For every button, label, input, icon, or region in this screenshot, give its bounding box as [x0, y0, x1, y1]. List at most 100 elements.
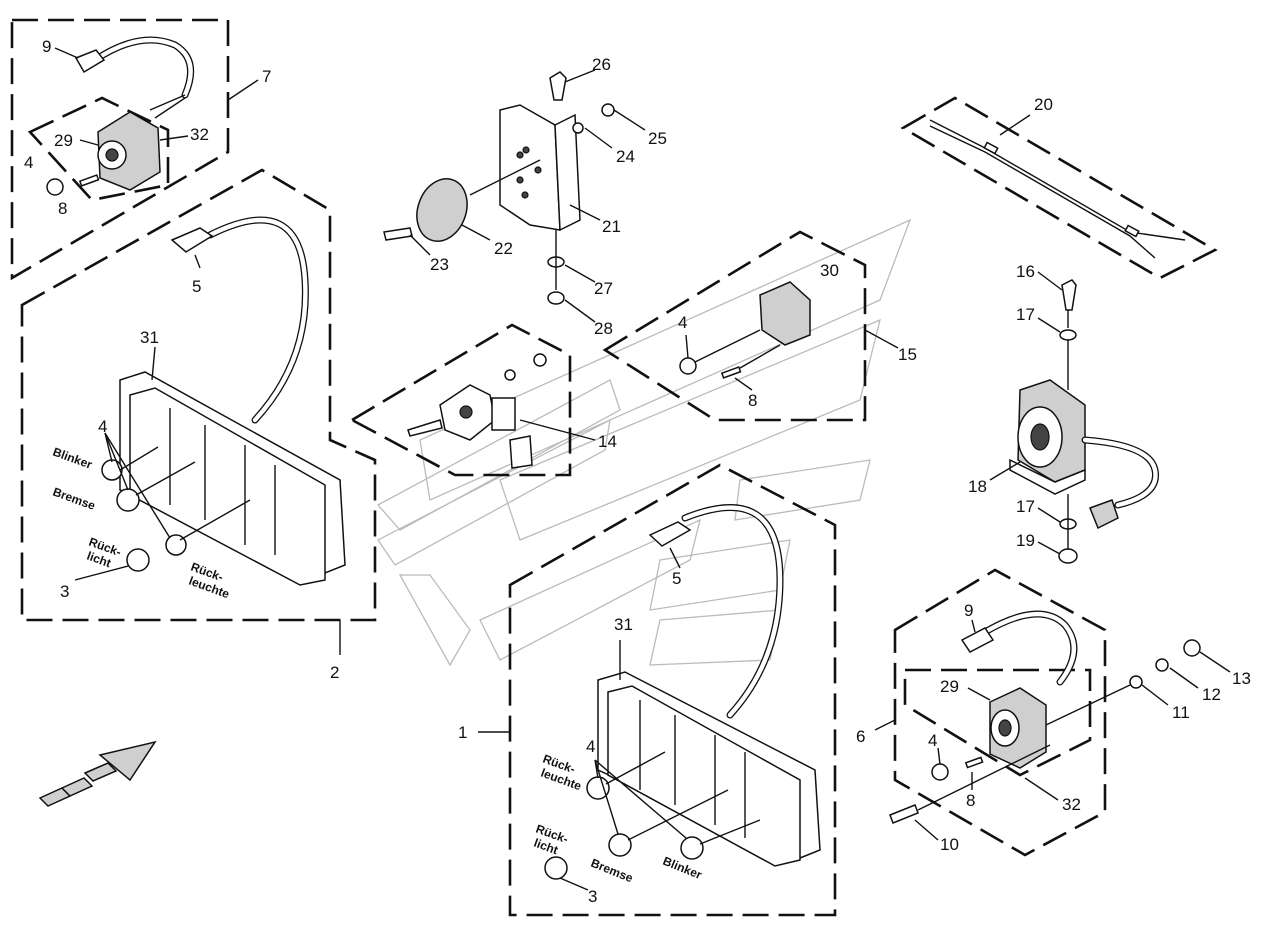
callout-14: 14: [598, 432, 617, 451]
callout-9: 9: [42, 37, 51, 56]
group-14-clamp: 14: [349, 323, 617, 477]
callout-1: 1: [458, 723, 467, 742]
group-7-inner-outline: [27, 96, 170, 202]
callout-8: 8: [966, 791, 975, 810]
callout-30: 30: [820, 261, 839, 280]
callout-20: 20: [1034, 95, 1053, 114]
buzzer-connector: [1089, 499, 1119, 530]
group-2-outline: [20, 168, 377, 622]
group-6-side-lamp: 9 13 12 11 29 6 4 8 32 10: [856, 568, 1251, 857]
callout-15: 15: [898, 345, 917, 364]
group-15-marker-lamp: 30 4 8 15: [602, 230, 917, 422]
callout-22: 22: [494, 239, 513, 258]
callout-5: 5: [672, 569, 681, 588]
callout-29: 29: [54, 131, 73, 150]
callout-21: 21: [602, 217, 621, 236]
bulb-icon: [46, 178, 64, 196]
callout-29: 29: [940, 677, 959, 696]
bulb-icon: [679, 357, 697, 375]
group-7-outline: [10, 18, 230, 281]
watermark-logo: [376, 218, 912, 667]
bulb-blinker: [680, 836, 704, 860]
connector-5: [648, 521, 692, 547]
callout-7: 7: [262, 67, 271, 86]
callout-3: 3: [60, 582, 69, 601]
clamp-bracket: [509, 435, 533, 469]
callout-24: 24: [616, 147, 635, 166]
direction-arrow-icon: [38, 740, 157, 807]
callout-31: 31: [140, 328, 159, 347]
callout-6: 6: [856, 727, 865, 746]
callout-27: 27: [594, 279, 613, 298]
bulb-icon: [931, 763, 949, 781]
bulb-bremse: [608, 833, 632, 857]
callout-11: 11: [1172, 703, 1190, 722]
callout-17: 17: [1016, 305, 1035, 324]
screw-23: [383, 227, 413, 241]
bracket-21: [499, 104, 561, 231]
side-lamp-housing: [97, 111, 161, 191]
callout-25: 25: [648, 129, 667, 148]
reflector-bracket-group: 26 25 24 21 22 23 27 28: [383, 55, 667, 338]
callout-4: 4: [24, 153, 33, 172]
connector-plug: [74, 49, 106, 74]
callout-28: 28: [594, 319, 613, 338]
callout-2: 2: [330, 663, 339, 682]
bulb-bremse: [116, 488, 140, 512]
callout-4: 4: [98, 417, 107, 436]
callout-12: 12: [1202, 685, 1221, 704]
connector-plug: [960, 627, 995, 653]
group-15-outline: [602, 230, 867, 422]
bulb-rueck-licht: [126, 548, 150, 572]
group-20-cable: 20: [900, 95, 1218, 280]
fuse-icon: [78, 174, 100, 187]
callout-5: 5: [192, 277, 201, 296]
marker-lamp-30: [759, 281, 811, 346]
washer-12: [1155, 658, 1169, 672]
screw-10: [889, 804, 919, 824]
screw-16: [1061, 279, 1077, 311]
callout-18: 18: [968, 477, 987, 496]
bolt-26: [549, 71, 567, 101]
callout-26: 26: [592, 55, 611, 74]
group-1-tail-lamp-right: 5 31 1 4 3 Rück- leuchte Rück- licht Bre…: [458, 463, 837, 917]
nut-13: [1183, 639, 1201, 657]
nut-28: [547, 291, 565, 305]
callout-19: 19: [1016, 531, 1035, 550]
label-bremse: Bremse: [51, 485, 97, 513]
label-blinker: Blinker: [51, 445, 94, 472]
callout-32: 32: [1062, 795, 1081, 814]
callout-16: 16: [1016, 262, 1035, 281]
nut-25: [601, 103, 615, 117]
callout-3: 3: [588, 887, 597, 906]
callout-8: 8: [748, 391, 757, 410]
callout-23: 23: [430, 255, 449, 274]
callout-8: 8: [58, 199, 67, 218]
fuse-icon: [720, 366, 742, 379]
tail-lamp-body: [607, 685, 801, 867]
callout-4: 4: [586, 737, 595, 756]
label-bremse: Bremse: [589, 856, 635, 886]
group-6-inner-outline: [903, 668, 1092, 777]
callout-4: 4: [678, 313, 687, 332]
reflector-22: [416, 178, 468, 242]
clamp-plate: [491, 397, 516, 431]
group-6-outline: [893, 568, 1107, 857]
connector-5: [170, 227, 214, 253]
bulb-rueck-licht: [544, 856, 568, 880]
group-20-outline: [900, 96, 1218, 280]
group-2-tail-lamp-left: 5 31 4 3 2 Blinker Bremse Rück- licht Rü…: [20, 168, 377, 682]
callout-9: 9: [964, 601, 973, 620]
callout-17: 17: [1016, 497, 1035, 516]
callout-31: 31: [614, 615, 633, 634]
washer-11: [1129, 675, 1143, 689]
bulb-blinker: [101, 459, 123, 481]
clamp-screw: [407, 419, 443, 437]
group-7-side-lamp: 9 7 29 32 4 8: [10, 18, 271, 281]
washer-24: [572, 122, 584, 134]
callout-4: 4: [928, 731, 937, 750]
callout-32: 32: [190, 125, 209, 144]
group-18-reverse-buzzer: 16 17 18 17 19: [968, 262, 1160, 564]
callout-13: 13: [1232, 669, 1251, 688]
